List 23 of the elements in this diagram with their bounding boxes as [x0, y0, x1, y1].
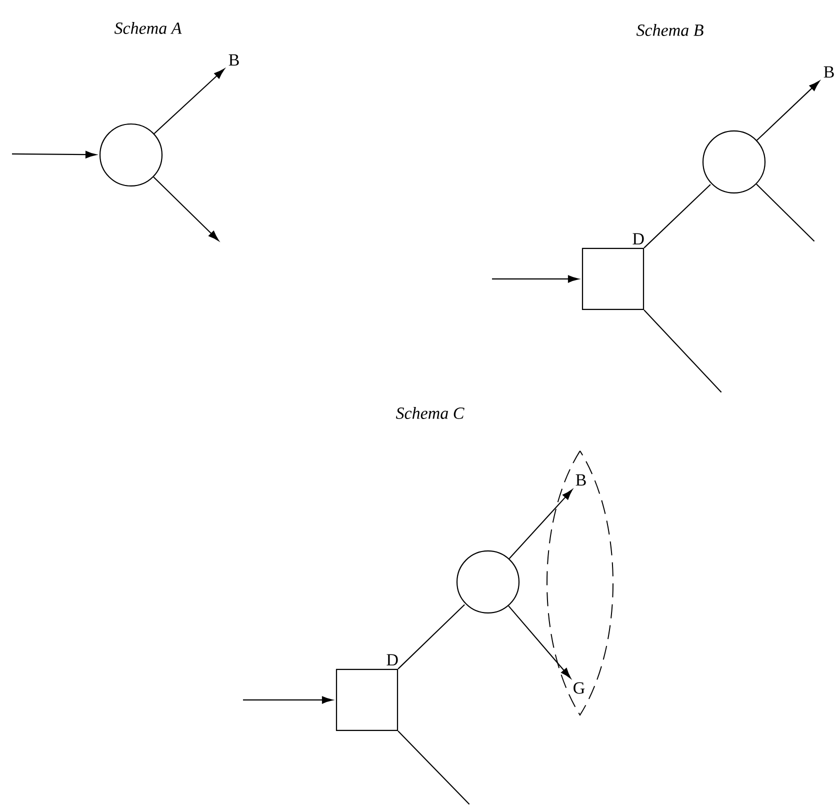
corner-letter: D	[386, 654, 398, 666]
letter-label: G	[574, 682, 585, 694]
arrow	[756, 80, 820, 141]
arrow	[153, 176, 219, 241]
schema-title: Schema C	[396, 407, 464, 419]
letter-label: B	[228, 54, 239, 66]
schema-title: Schema A	[114, 22, 182, 34]
dashed-lens	[546, 450, 614, 716]
letter-label: B	[824, 66, 834, 78]
arrow	[508, 489, 573, 560]
arrow	[508, 606, 571, 678]
arrow	[492, 275, 579, 283]
square-box	[336, 668, 398, 732]
square-box	[582, 248, 644, 310]
circle	[99, 123, 163, 187]
arrow	[12, 150, 96, 158]
circle	[456, 550, 520, 614]
circle	[702, 130, 766, 194]
arrow	[154, 68, 225, 134]
schema-title: Schema B	[636, 24, 704, 36]
letter-label: B	[576, 474, 586, 486]
corner-letter: D	[632, 233, 644, 244]
arrow	[243, 696, 333, 704]
